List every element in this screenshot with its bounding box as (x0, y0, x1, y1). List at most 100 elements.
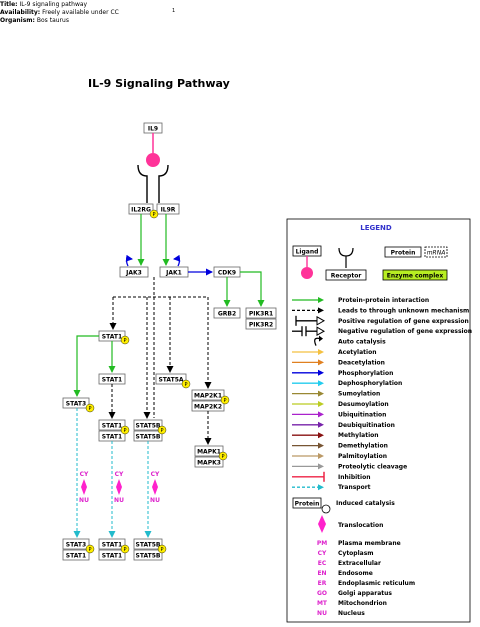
svg-text:STAT5B: STAT5B (136, 553, 161, 560)
il2rg-node[interactable]: IL2RG (128, 203, 154, 215)
map2k2-node[interactable]: MAP2K2 (191, 400, 225, 412)
svg-text:Ligand: Ligand (296, 249, 319, 256)
compartment-name: Nucleus (338, 610, 365, 617)
legend: LEGEND Ligand Receptor Protein mRNA Enzy… (286, 218, 472, 623)
map2k-phospho-badge: P (220, 395, 230, 405)
svg-text:CY: CY (80, 471, 89, 478)
legend-arrow-row: Auto catalysis (314, 335, 386, 346)
mapk1-node[interactable]: MAPK1 (194, 445, 224, 457)
svg-text:STAT1: STAT1 (66, 553, 86, 560)
legend-arrow-label: Transport (338, 484, 371, 491)
legend-arrow-label: Positive regulation of gene expression (338, 318, 469, 325)
svg-text:MAP2K1: MAP2K1 (194, 393, 222, 400)
legend-arrow-row: Phosphorylation (292, 369, 393, 377)
svg-text:P: P (223, 398, 226, 404)
pik3r2-node[interactable]: PIK3R2 (245, 318, 277, 330)
pik3r1-node[interactable]: PIK3R1 (245, 307, 277, 319)
stat1-bottom-node-a[interactable]: STAT1 (62, 549, 90, 561)
grb2-node[interactable]: GRB2 (213, 307, 241, 319)
svg-text:Enzyme complex: Enzyme complex (387, 273, 444, 280)
compartment-abbr: MT (317, 600, 328, 607)
arrowhead-icon (318, 421, 324, 428)
legend-arrow-label: Demethylation (338, 443, 388, 450)
stat5b-node-b[interactable]: STAT5B (133, 430, 163, 442)
legend-arrow-label: Phosphorylation (338, 370, 393, 377)
stat1-bottom-phospho-badge: P (120, 544, 130, 554)
arrowhead-icon (318, 359, 324, 366)
svg-text:CY: CY (151, 471, 160, 478)
legend-arrow-row: Acetylation (292, 349, 376, 356)
svg-text:STAT5B: STAT5B (136, 542, 161, 549)
meta-title-line: Title: IL-9 signaling pathway (0, 1, 87, 8)
stat1-bottom-node-b[interactable]: STAT1 (98, 538, 126, 550)
meta-organism-line: Organism: Bos taurus (0, 17, 69, 24)
translocation-stat1: CY NU (108, 441, 124, 538)
legend-arrow-label: Auto catalysis (338, 339, 386, 346)
arrowhead-icon (318, 380, 324, 387)
mapk3-node[interactable]: MAPK3 (194, 456, 224, 468)
il2rg-label: IL2RG (131, 207, 151, 214)
jak3-node[interactable]: JAK3 (119, 266, 149, 278)
arrowhead-icon (318, 297, 324, 303)
stat3-bottom-node[interactable]: STAT3 (62, 538, 90, 550)
arrowhead-icon (318, 369, 324, 376)
stat1-node-c[interactable]: STAT1 (98, 419, 126, 431)
induced-catalysis-icon (321, 504, 331, 514)
stat3-phospho-badge: P (85, 403, 95, 413)
legend-mrna: mRNA (424, 246, 448, 258)
stat5b-bottom-node-a[interactable]: STAT5B (133, 538, 163, 550)
page-number: 1 (172, 8, 176, 14)
svg-text:P: P (160, 428, 163, 434)
svg-text:NU: NU (114, 497, 124, 504)
cdk9-node[interactable]: CDK9 (213, 266, 241, 278)
svg-text:P: P (221, 454, 224, 460)
stat1-node-d[interactable]: STAT1 (98, 430, 126, 442)
svg-text:CY: CY (115, 471, 124, 478)
translocation-icon (116, 479, 122, 495)
svg-text:NU: NU (150, 497, 160, 504)
legend-frame (286, 218, 471, 623)
stat1-bottom-node-c[interactable]: STAT1 (98, 549, 126, 561)
compartment-abbr: PM (317, 540, 327, 547)
legend-arrow-label: Deubiquitination (338, 422, 395, 429)
jak1-node[interactable]: JAK1 (159, 266, 189, 278)
stat5b-node-a[interactable]: STAT5B (133, 419, 163, 431)
stat1-node-b[interactable]: STAT1 (98, 373, 126, 385)
legend-arrow-row: Sumoylation (292, 390, 380, 398)
meta-organism-value: Bos taurus (36, 17, 69, 24)
svg-text:STAT3: STAT3 (66, 401, 86, 408)
meta-organism-label: Organism: (0, 17, 35, 24)
svg-text:P: P (88, 547, 91, 553)
stat5a-node[interactable]: STAT5A (155, 373, 187, 385)
meta-availability-value: Freely available under CC (42, 9, 119, 16)
stat3-node[interactable]: STAT3 (62, 397, 90, 409)
compartment-abbr: CY (318, 550, 327, 557)
legend-receptor: Receptor (325, 247, 367, 281)
stat5b-bottom-node-b[interactable]: STAT5B (133, 549, 163, 561)
il9r-node[interactable]: IL9R (156, 203, 180, 215)
legend-arrow-label: Protein-protein interaction (338, 297, 429, 304)
arrowhead-icon (318, 390, 324, 397)
translocation-icon (152, 479, 158, 495)
edge-stat1a-stat3 (73, 335, 99, 397)
legend-induced-catalysis: Protein Induced catalysis (292, 497, 395, 514)
svg-text:MAPK3: MAPK3 (197, 460, 221, 467)
legend-arrow-row: Leads to through unknown mechanism (292, 307, 469, 314)
compartment-abbr: GO (317, 590, 327, 597)
legend-translocation: Translocation (318, 515, 383, 533)
compartment-name: Cytoplasm (338, 550, 374, 557)
arrowhead-icon (318, 484, 324, 491)
arrowhead-icon (318, 453, 324, 459)
map2k1-node[interactable]: MAP2K1 (191, 389, 225, 401)
arrowhead-icon (318, 349, 324, 355)
svg-text:STAT1: STAT1 (102, 434, 122, 441)
negative-regulation-icon (316, 326, 326, 337)
mapk-phospho-badge: P (218, 451, 228, 461)
